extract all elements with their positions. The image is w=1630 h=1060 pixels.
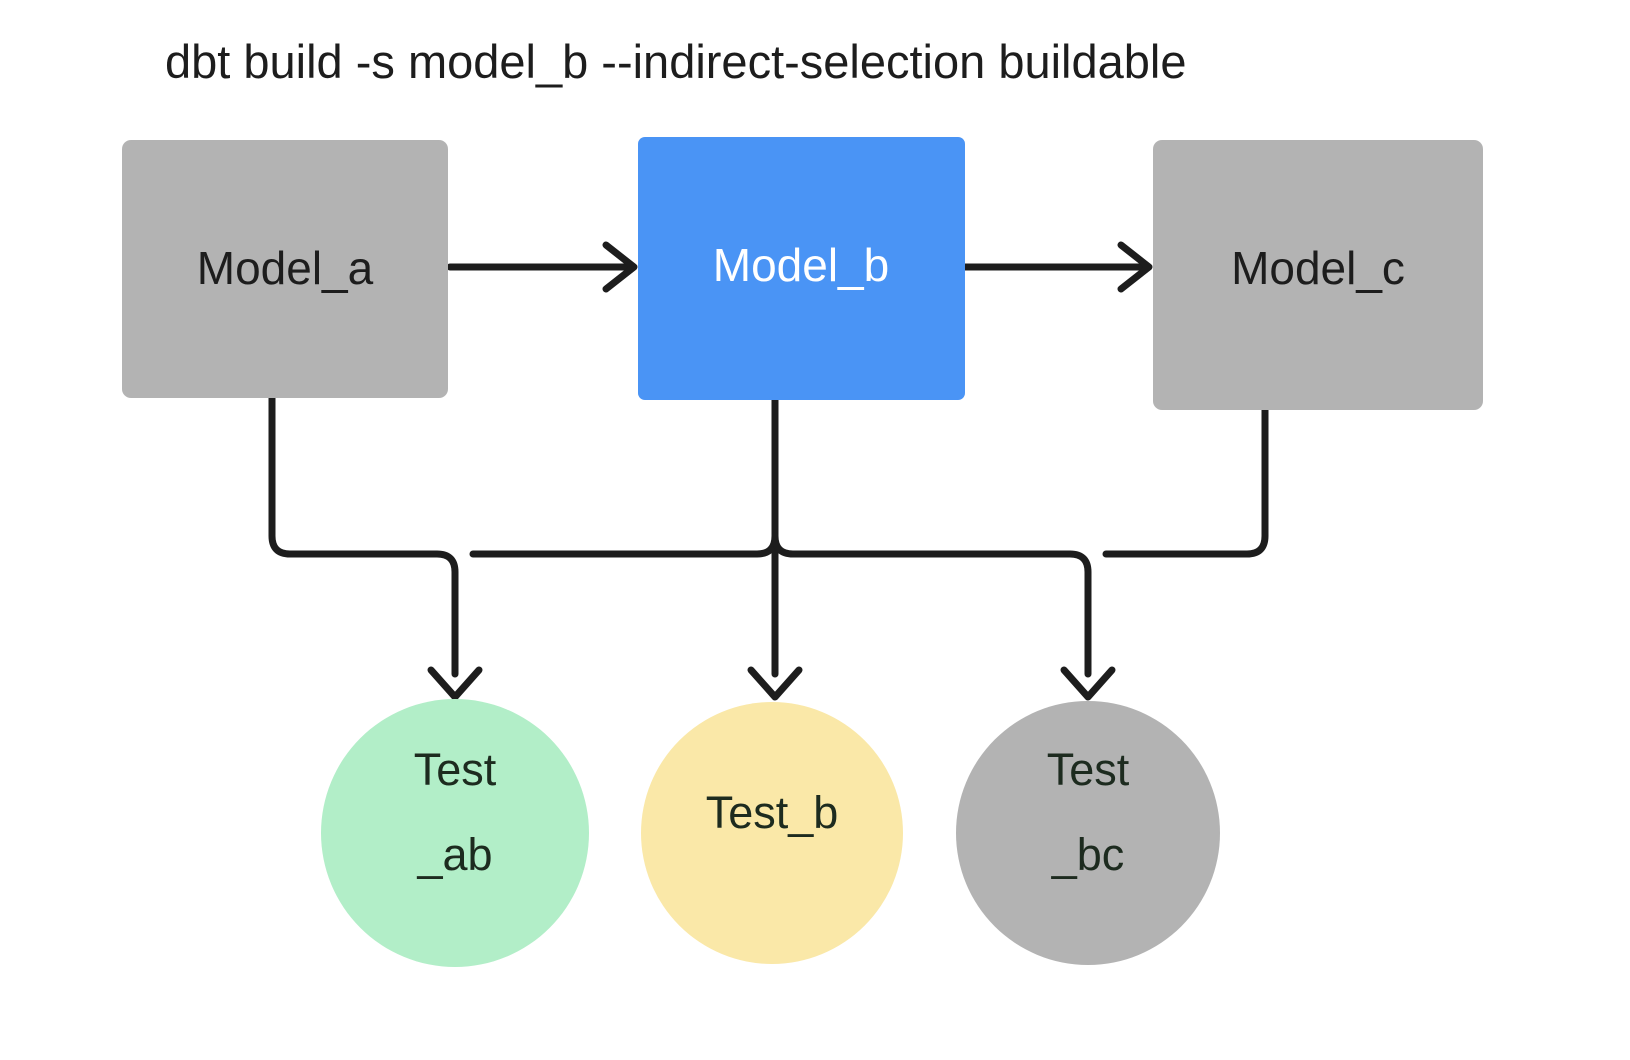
model-c-box[interactable] — [1153, 140, 1483, 410]
test-ab-label-line2: _ab — [416, 829, 492, 880]
test-ab-circle[interactable] — [321, 699, 589, 967]
edge-model-b-to-test-ab — [469, 396, 779, 558]
edge-model-b-to-test-bc — [771, 532, 1116, 701]
test-bc-label-line2: _bc — [1051, 829, 1125, 880]
node-test-b[interactable]: Test_b — [641, 702, 903, 964]
edge-model-b-to-model-c — [961, 241, 1153, 293]
edge-model-c-to-test-bc — [1102, 406, 1269, 558]
test-ab-label-line1: Test — [414, 744, 497, 795]
diagram-title: dbt build -s model_b --indirect-selectio… — [165, 35, 1187, 88]
node-model-c[interactable]: Model_c — [1153, 140, 1483, 410]
model-b-box[interactable] — [638, 137, 965, 400]
edge-model-a-to-model-b — [446, 241, 638, 293]
node-test-bc[interactable]: Test _bc — [956, 701, 1220, 965]
node-test-ab[interactable]: Test _ab — [321, 699, 589, 967]
test-bc-label-line1: Test — [1047, 744, 1130, 795]
node-model-a[interactable]: Model_a — [122, 140, 448, 398]
edge-model-a-to-test-ab — [268, 394, 483, 701]
model-a-box[interactable] — [122, 140, 448, 398]
test-b-label-line1: Test_b — [706, 787, 839, 838]
test-b-circle[interactable] — [641, 702, 903, 964]
test-bc-circle[interactable] — [956, 701, 1220, 965]
model-a-label: Model_a — [197, 242, 374, 294]
model-b-label: Model_b — [713, 239, 889, 291]
node-model-b[interactable]: Model_b — [638, 137, 965, 400]
model-c-label: Model_c — [1231, 242, 1405, 294]
